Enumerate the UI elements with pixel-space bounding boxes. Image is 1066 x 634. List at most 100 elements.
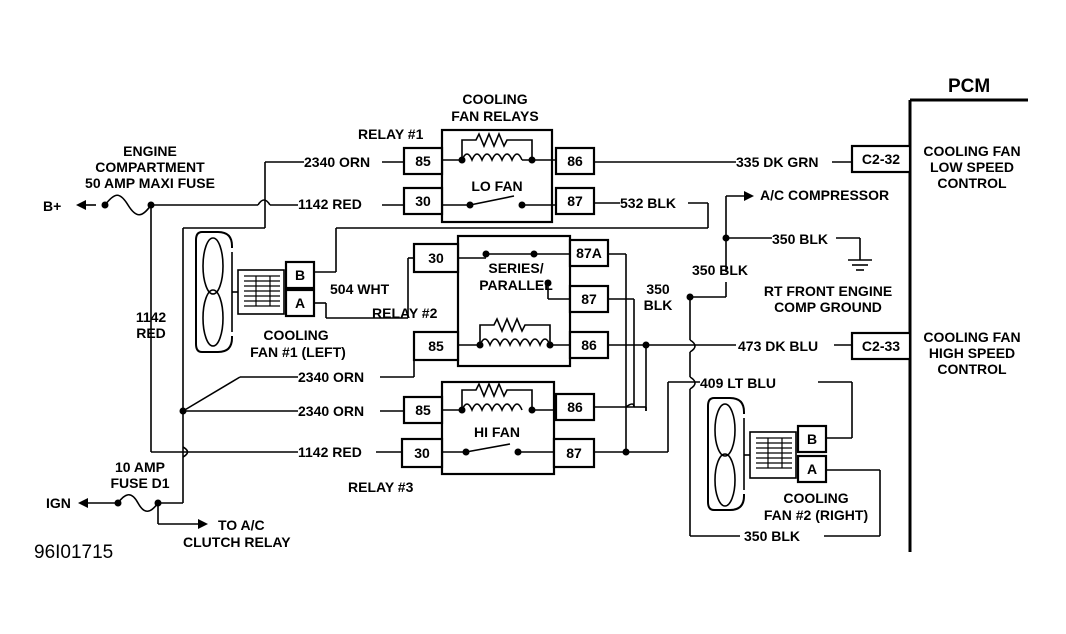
pcm-connector-c2-32 (850, 144, 912, 174)
wire-473-blu-label: 473 DK BLU (738, 338, 818, 354)
relay2-name-2: PARALLEL (479, 277, 553, 293)
relay1-switch (442, 195, 556, 209)
ac-compressor-label: A/C COMPRESSOR (760, 187, 889, 203)
fan1-pin-b-label: B (295, 267, 305, 283)
relay2-coil (458, 316, 570, 349)
ign-label: IGN (46, 495, 71, 511)
pcm-low-label-1: COOLING FAN (923, 143, 1020, 159)
fan2-pin-b (796, 424, 828, 454)
wire-335-grn-label: 335 DK GRN (736, 154, 818, 170)
wire-crossover-blk (689, 339, 696, 353)
wire-2340-orn-top-label: 2340 ORN (304, 154, 370, 170)
relay2-pin-85 (412, 330, 460, 362)
pcm-connector-c2-33-label: C2-33 (862, 338, 900, 354)
relay2-switch (458, 250, 570, 300)
fan2-motor-icon (707, 397, 797, 511)
maxi-fuse-label-1: ENGINE (123, 143, 177, 159)
relay1-pin-86 (554, 146, 596, 176)
to-ac-arrow (198, 519, 208, 529)
pcm-title: PCM (948, 76, 990, 97)
fuse-d1-label-2: FUSE D1 (110, 475, 169, 491)
wire-2340-orn-mid2-label: 2340 ORN (298, 403, 364, 419)
relay2-pin-86-label: 86 (581, 337, 597, 353)
fan2-label-1: COOLING (783, 490, 848, 506)
relay1-pin-87-label: 87 (567, 193, 583, 209)
ign-arrow (78, 498, 88, 508)
pcm-connector-c2-32-label: C2-32 (862, 151, 900, 167)
fan1-motor-icon (195, 231, 285, 353)
relays-title-2: FAN RELAYS (451, 108, 538, 124)
fan1-label-1: COOLING (263, 327, 328, 343)
relay1-pin-85-label: 85 (415, 153, 431, 169)
pcm-connector-c2-33 (850, 331, 912, 361)
fuse-d1-label-1: 10 AMP (115, 459, 165, 475)
fan1-pin-b (284, 260, 316, 290)
wire-crossover-blk-2 (689, 376, 696, 390)
wire-350-blk-b-label: 350 BLK (692, 262, 748, 278)
fan1-pin-a (284, 288, 316, 318)
wire-350-blk-c-label-2: BLK (644, 297, 673, 313)
figure-id: 96I01715 (34, 542, 113, 563)
wire-crossover-1 (257, 199, 271, 206)
relay3-body (440, 380, 556, 476)
wire-2340-orn-mid1-a (182, 376, 241, 412)
relay1-pin-30-label: 30 (415, 193, 431, 209)
fan2-pin-b-label: B (807, 431, 817, 447)
ac-compressor-arrow (744, 191, 754, 201)
pcm-high-label-2: HIGH SPEED (929, 345, 1015, 361)
relay2-pin-87-label: 87 (581, 291, 597, 307)
relay1-body (440, 128, 554, 224)
ground-label-1: RT FRONT ENGINE (764, 283, 892, 299)
relay2-body (456, 234, 572, 368)
maxi-fuse-label-2: COMPARTMENT (95, 159, 205, 175)
relay3-pin-85-label: 85 (415, 402, 431, 418)
pcm-low-label-3: CONTROL (937, 175, 1007, 191)
wire-1142-red-top-label: 1142 RED (298, 196, 362, 212)
pcm-low-label-2: LOW SPEED (930, 159, 1014, 175)
maxi-fuse-element (104, 194, 152, 216)
relay3-name: HI FAN (474, 424, 520, 440)
fan1-label-2: FAN #1 (LEFT) (250, 344, 346, 360)
relay3-pin-30 (400, 437, 444, 469)
maxi-fuse-label-3: 50 AMP MAXI FUSE (85, 175, 215, 191)
wire-350-blk-ground-label: 350 BLK (772, 231, 828, 247)
relay3-coil (442, 381, 556, 414)
fan2-label-2: FAN #2 (RIGHT) (764, 507, 868, 523)
relay2-name-1: SERIES/ (488, 260, 543, 276)
pcm-high-label-3: CONTROL (937, 361, 1007, 377)
wire-532-blk-label: 532 BLK (620, 195, 676, 211)
relay2-pin-30-label: 30 (428, 250, 444, 266)
wire-409-lt-blu-label: 409 LT BLU (700, 375, 776, 391)
fan2-pin-a (796, 454, 828, 484)
relay3-switch (442, 443, 554, 456)
relay2-pin-85-label: 85 (428, 338, 444, 354)
fan2-pin-a-label: A (807, 461, 817, 477)
relay1-pin-87 (554, 186, 596, 216)
relay1-pin-30 (402, 186, 444, 216)
relay3-pin-30-label: 30 (414, 445, 430, 461)
relay1-name: LO FAN (471, 178, 522, 194)
wire-1142-red-bottom-label: 1142 RED (298, 444, 362, 460)
to-ac-label-1: TO A/C (218, 517, 265, 533)
ground-icon (848, 259, 872, 271)
relay2-pin-87a-label: 87A (576, 245, 602, 261)
relay1-pin-85 (402, 146, 444, 176)
relay3-pin-87-label: 87 (566, 445, 582, 461)
to-ac-label-2: CLUTCH RELAY (183, 534, 291, 550)
pcm-high-label-1: COOLING FAN (923, 329, 1020, 345)
wire-504-wht-label: 504 WHT (330, 281, 390, 297)
wire-crossover-ign (182, 446, 189, 458)
relay3-pin-87 (552, 437, 596, 469)
bplus-arrow (76, 200, 86, 210)
bplus-label: B+ (43, 198, 61, 214)
wire-350-blk-bottom-label: 350 BLK (744, 528, 800, 544)
wire-1142-vertical-label-2: RED (136, 325, 166, 341)
ground-label-2: COMP GROUND (774, 299, 882, 315)
relay1-pin-86-label: 86 (567, 153, 583, 169)
fuse-d1-element (117, 493, 159, 513)
relay2-label: RELAY #2 (372, 305, 438, 321)
relay1-coil (442, 131, 556, 164)
wire-1142-vertical-label-1: 1142 (136, 309, 167, 325)
